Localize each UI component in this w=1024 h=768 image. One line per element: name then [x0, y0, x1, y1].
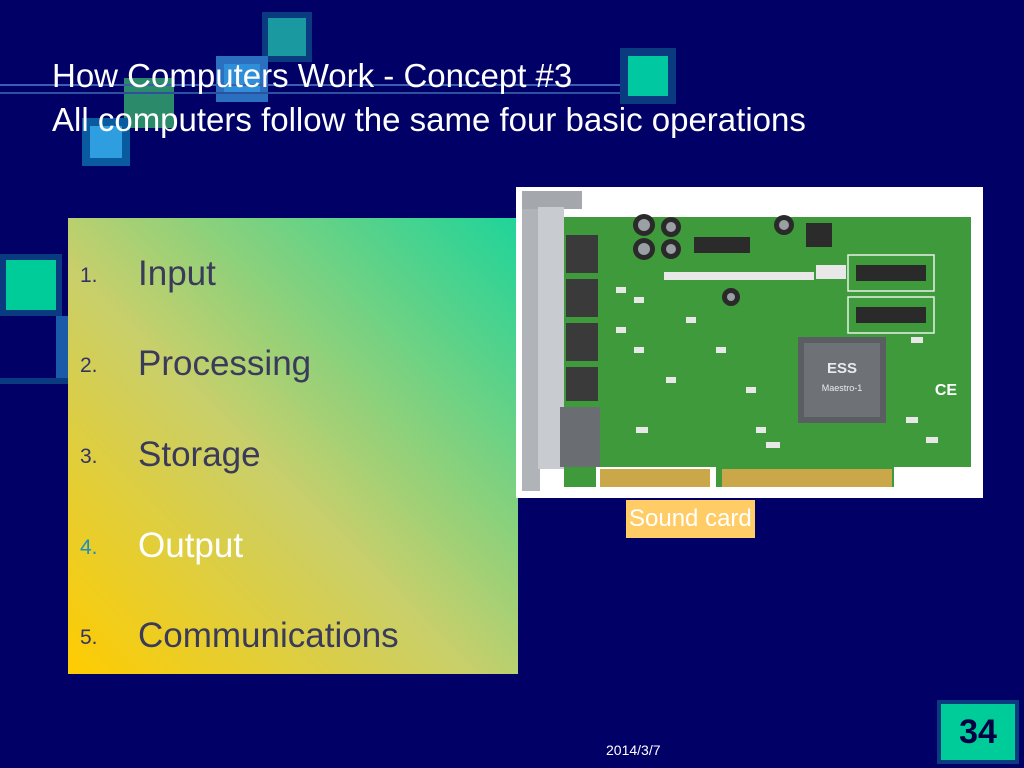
decor-line — [0, 84, 620, 86]
decor-square — [628, 56, 668, 96]
list-item-number: 2. — [80, 354, 98, 377]
slide-date: 2014/3/7 — [606, 742, 661, 758]
list-item: 4. Output — [68, 526, 518, 566]
image-caption: Sound card — [626, 500, 755, 538]
list-item-label: Input — [138, 254, 216, 293]
decor-square — [124, 78, 174, 128]
list-item: 2. Processing — [68, 344, 518, 384]
list-item-number: 1. — [80, 264, 98, 287]
list-item-number: 4. — [80, 536, 98, 559]
decor-square — [56, 316, 70, 378]
ce-mark: CE — [935, 382, 958, 399]
list-item: 5. Communications — [68, 616, 518, 656]
slide-title: How Computers Work - Concept #3 All comp… — [52, 54, 812, 142]
page-number: 34 — [937, 700, 1019, 764]
list-item-number: 3. — [80, 445, 98, 468]
list-item-label: Communications — [138, 616, 399, 655]
card-bracket — [522, 191, 540, 491]
title-line-1: How Computers Work - Concept #3 — [52, 57, 573, 94]
list-item-label: Output — [138, 526, 244, 565]
chip-sublabel: Maestro-1 — [822, 383, 863, 393]
list-item-label: Storage — [138, 435, 261, 474]
chip-label: ESS — [827, 360, 857, 377]
list-item-label: Processing — [138, 344, 312, 383]
decor-square — [0, 378, 70, 384]
list-item: 3. Storage — [68, 435, 518, 475]
title-line-2: All computers follow the same four basic… — [52, 101, 806, 138]
sound-card-illustration: ESS Maestro-1 CE — [522, 191, 971, 491]
decor-square — [90, 126, 122, 158]
decor-square — [268, 18, 306, 56]
decor-square — [6, 260, 56, 310]
decor-square — [224, 64, 260, 94]
decor-line — [0, 92, 620, 94]
list-item: 1. Input — [68, 254, 518, 294]
operations-list-box: 1. Input 2. Processing 3. Storage 4. Out… — [68, 218, 518, 674]
sound-card-image: ESS Maestro-1 CE — [516, 187, 983, 498]
list-item-number: 5. — [80, 626, 98, 649]
